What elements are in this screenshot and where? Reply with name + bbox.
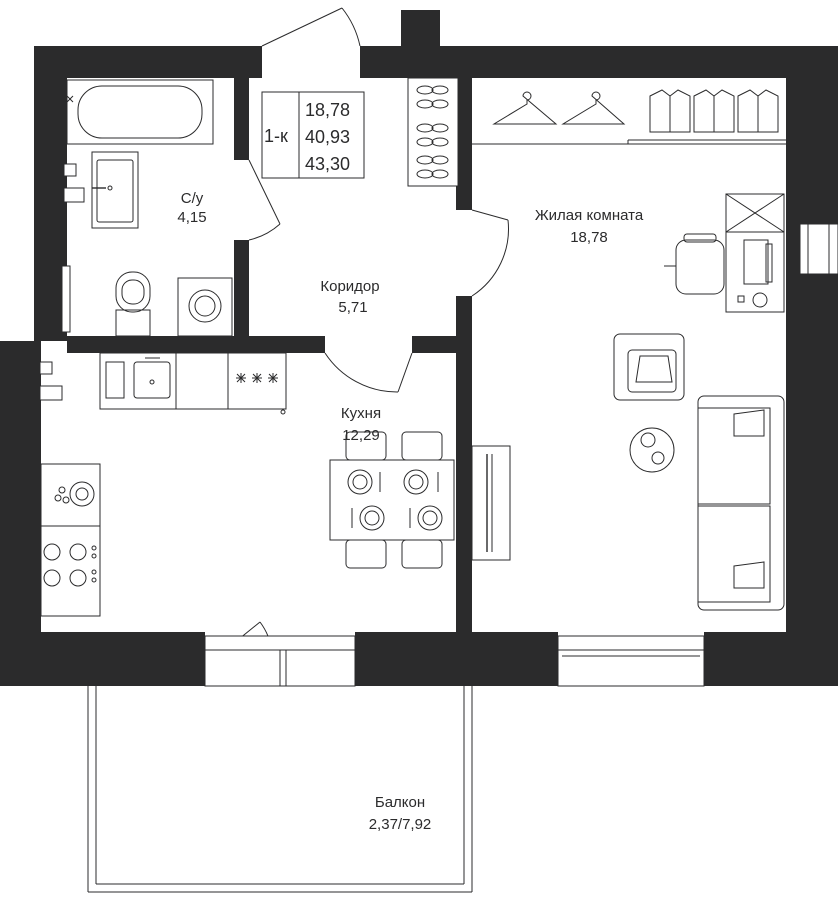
shoe-rack xyxy=(407,77,459,187)
toilet xyxy=(115,271,151,337)
tv-unit xyxy=(471,445,511,561)
wardrobe xyxy=(472,139,786,145)
room-area-kitchen: 12,29 xyxy=(342,427,380,444)
summary-box xyxy=(261,91,365,179)
room-area-living: 18,78 xyxy=(570,229,608,246)
summary-rooms-label: 1-к xyxy=(264,126,288,146)
room-name-living: Жилая комната xyxy=(535,207,644,224)
bathtub xyxy=(66,79,214,145)
desk xyxy=(725,193,785,313)
bathroom-sink xyxy=(91,151,139,229)
washing-machine xyxy=(177,277,233,337)
windows xyxy=(0,163,838,401)
room-name-corridor: Коридор xyxy=(320,278,379,295)
walls xyxy=(0,10,838,686)
balcony-windows xyxy=(204,635,705,687)
room-area-corridor: 5,71 xyxy=(338,299,367,316)
star-icon xyxy=(236,373,286,415)
room-name-kitchen: Кухня xyxy=(341,405,381,422)
summary-total-with-balcony: 43,30 xyxy=(305,154,350,174)
hanger-icon xyxy=(492,91,626,125)
room-area-balcony: 2,37/7,92 xyxy=(369,816,432,833)
summary-total-area: 40,93 xyxy=(305,127,350,147)
dining-table xyxy=(329,431,455,569)
kitchen-counter xyxy=(99,352,287,410)
balcony-outline xyxy=(87,686,473,893)
summary-living-area: 18,78 xyxy=(305,100,350,120)
armchair xyxy=(613,333,685,401)
room-name-bathroom: С/у xyxy=(181,190,204,207)
sofa xyxy=(697,395,785,611)
room-name-balcony: Балкон xyxy=(375,794,425,811)
coffee-table xyxy=(629,427,675,473)
shirt-icon xyxy=(649,89,779,133)
desk-chair xyxy=(664,233,725,295)
stove xyxy=(40,463,101,617)
room-area-bathroom: 4,15 xyxy=(177,209,206,226)
